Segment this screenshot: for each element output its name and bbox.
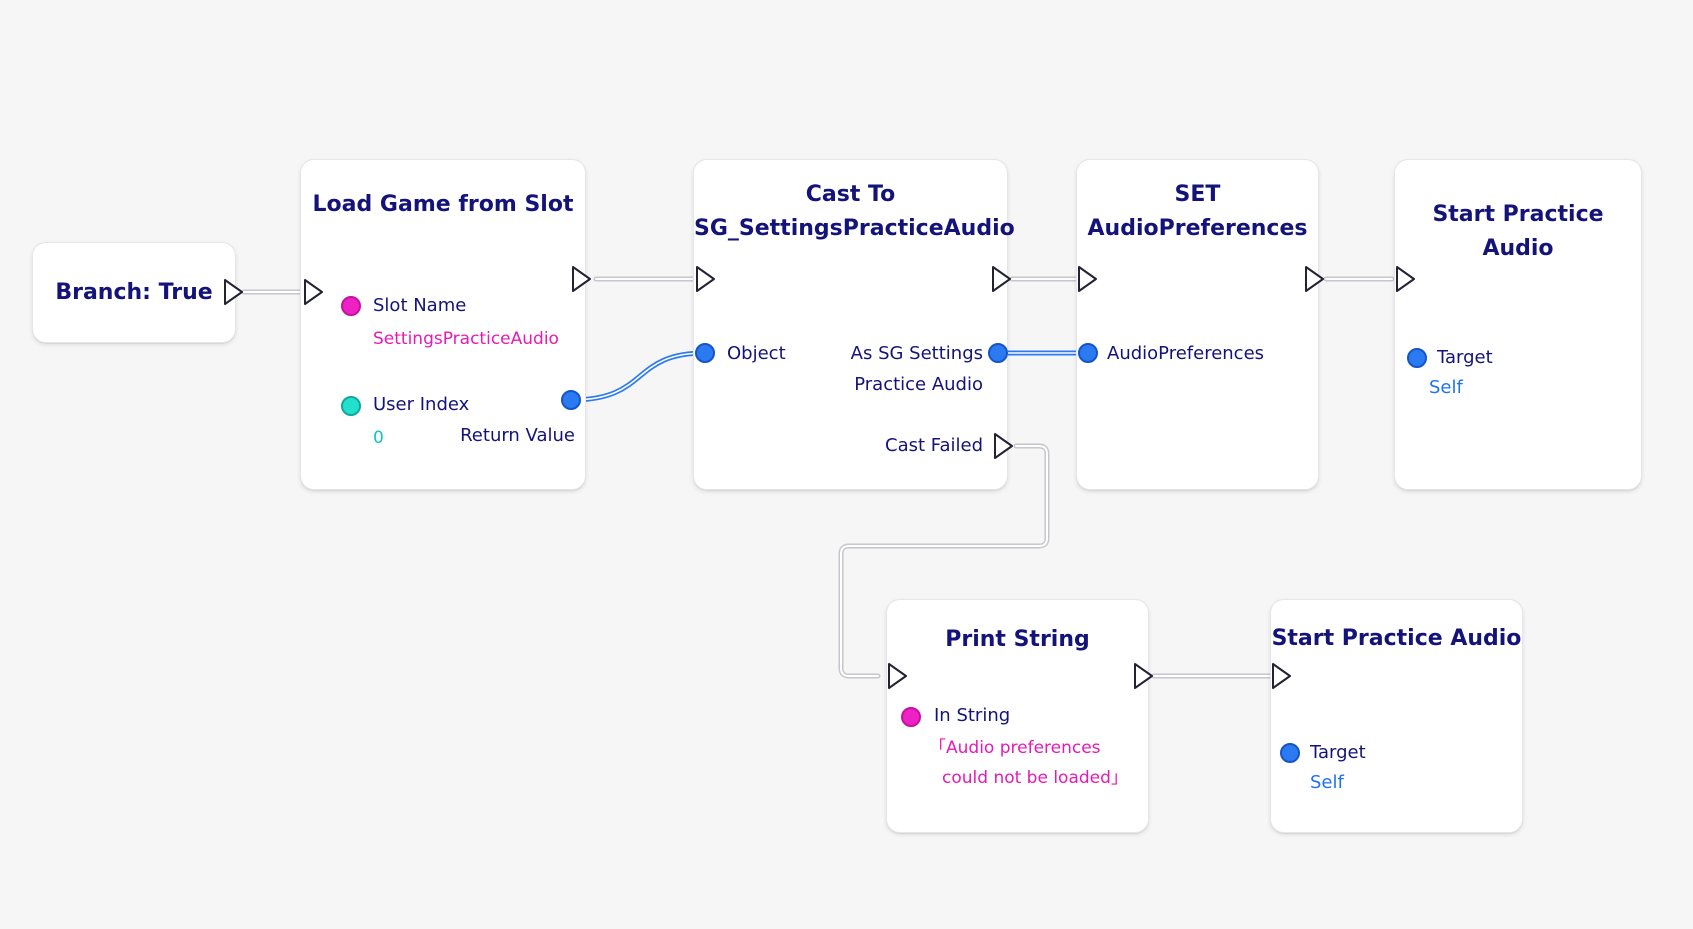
target-pin[interactable]: [1407, 348, 1427, 368]
cast-to-node[interactable]: Cast To SG_SettingsPracticeAudio Object …: [693, 159, 1015, 490]
load-game-node[interactable]: Load Game from Slot Slot Name SettingsPr…: [300, 159, 586, 490]
data-wire-return-to-object[interactable]: [568, 350, 708, 403]
node-title: Start Practice Audio: [1271, 626, 1522, 651]
object-label: Object: [727, 343, 786, 364]
cast-failed-label: Cast Failed: [885, 435, 983, 456]
branch-exec-out-icon[interactable]: [220, 276, 246, 308]
load-game-exec-out-icon[interactable]: [568, 263, 594, 295]
print-string-node[interactable]: Print String In String 「Audio preference…: [886, 599, 1149, 833]
user-index-pin[interactable]: [341, 396, 361, 416]
set-audio-preferences-node[interactable]: SET AudioPreferences AudioPreferences: [1076, 159, 1319, 490]
as-label-line1: As SG Settings: [850, 343, 983, 364]
print-string-exec-out-icon[interactable]: [1130, 660, 1156, 692]
target-label: Target: [1310, 742, 1366, 763]
as-sg-settings-pin[interactable]: [988, 343, 1008, 363]
branch-node[interactable]: Branch: True: [32, 242, 236, 343]
slot-name-value[interactable]: SettingsPracticeAudio: [373, 329, 559, 349]
node-title: Load Game from Slot: [312, 192, 574, 217]
slot-name-label: Slot Name: [373, 295, 467, 316]
slot-name-pin[interactable]: [341, 296, 361, 316]
start-practice-audio-node-bottom[interactable]: Start Practice Audio Target Self: [1270, 599, 1523, 833]
audio-preferences-pin[interactable]: [1078, 343, 1098, 363]
start-audio-bottom-exec-in-icon[interactable]: [1268, 660, 1294, 692]
set-exec-out-icon[interactable]: [1301, 263, 1327, 295]
as-label-line2: Practice Audio: [854, 374, 983, 395]
node-title-line2: SG_SettingsPracticeAudio: [694, 216, 1015, 241]
in-string-pin[interactable]: [901, 707, 921, 727]
target-value[interactable]: Self: [1310, 772, 1344, 793]
set-exec-in-icon[interactable]: [1074, 263, 1100, 295]
in-string-value-line1[interactable]: 「Audio preferences: [929, 738, 1101, 758]
start-audio-exec-in-icon[interactable]: [1392, 263, 1418, 295]
node-title: Print String: [945, 627, 1090, 652]
target-value[interactable]: Self: [1429, 377, 1463, 398]
in-string-value-line2[interactable]: could not be loaded」: [942, 768, 1128, 788]
in-string-label: In String: [934, 705, 1011, 726]
cast-failed-exec-out-icon[interactable]: [990, 430, 1016, 462]
user-index-label: User Index: [373, 394, 470, 415]
cast-to-exec-in-icon[interactable]: [692, 263, 718, 295]
load-game-exec-in-icon[interactable]: [300, 276, 326, 308]
return-value-label: Return Value: [460, 425, 575, 446]
target-label: Target: [1437, 347, 1493, 368]
node-title-line1: SET: [1174, 182, 1221, 207]
audio-preferences-label: AudioPreferences: [1107, 343, 1265, 364]
start-practice-audio-node[interactable]: Start Practice Audio Target Self: [1394, 159, 1642, 490]
node-title-line1: Cast To: [805, 182, 896, 207]
object-pin[interactable]: [695, 343, 715, 363]
target-pin[interactable]: [1280, 743, 1300, 763]
node-title: Branch: True: [55, 280, 213, 305]
print-string-exec-in-icon[interactable]: [884, 660, 910, 692]
user-index-value[interactable]: 0: [373, 428, 384, 448]
node-title: Start Practice Audio: [1432, 202, 1604, 261]
cast-to-exec-out-icon[interactable]: [988, 263, 1014, 295]
return-value-pin[interactable]: [561, 390, 581, 410]
node-title-line2: AudioPreferences: [1087, 216, 1308, 241]
